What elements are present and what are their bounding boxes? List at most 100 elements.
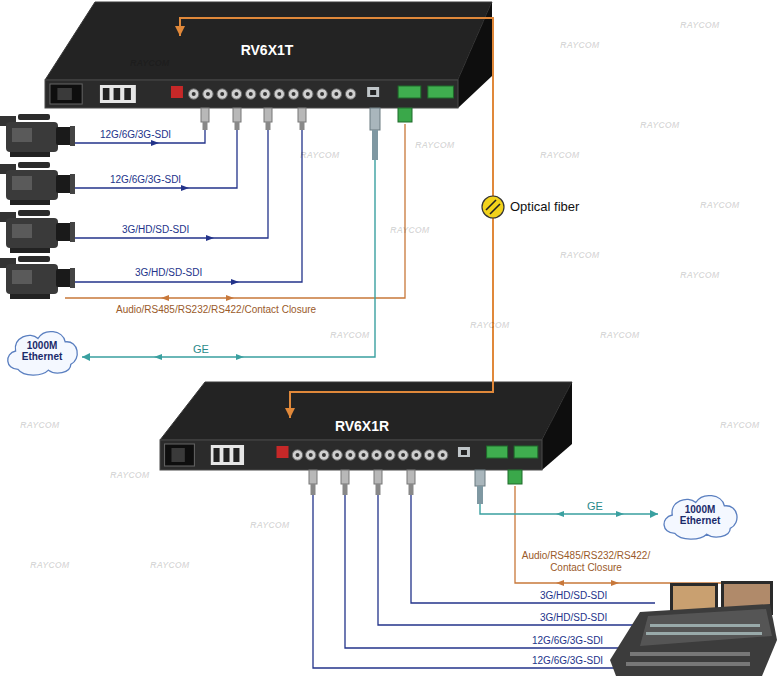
device-body — [398, 450, 408, 460]
transmitter-device: RV6X1T — [45, 36, 492, 108]
terminal-plug — [398, 108, 522, 484]
device-body — [45, 80, 458, 108]
device-body — [427, 453, 431, 457]
device-body — [428, 86, 454, 98]
device-body — [114, 88, 121, 100]
device-body — [370, 90, 376, 95]
device-body — [441, 453, 445, 457]
signal-label: 12G/6G/3G-SDI — [100, 129, 171, 141]
audio-cable — [65, 124, 405, 298]
device-body — [260, 89, 270, 99]
device-body — [100, 85, 136, 103]
watermark: RAYCOM — [330, 330, 369, 340]
watermark: RAYCOM — [540, 150, 579, 160]
sdi-arrow — [206, 235, 214, 241]
audio-cable — [65, 124, 725, 583]
bnc-plug — [264, 108, 272, 122]
sdi-arrow — [181, 185, 189, 191]
link-label: GE — [587, 500, 603, 513]
ethernet-link — [480, 470, 658, 514]
bnc-plug — [233, 108, 241, 122]
camera — [0, 114, 75, 157]
device-body — [401, 453, 405, 457]
cloud-outline — [8, 332, 77, 375]
device-body — [188, 89, 198, 99]
bnc-plug — [407, 470, 415, 484]
device-name: RV6X1R — [320, 418, 404, 434]
camera-group — [0, 114, 75, 299]
camera — [0, 256, 75, 299]
device-body — [334, 92, 338, 96]
device-body — [103, 88, 110, 100]
sdi-cable — [75, 130, 205, 143]
signal-label: 3G/HD/SD-SDI — [135, 267, 202, 279]
device-body — [160, 382, 572, 440]
ethernet-link — [82, 108, 375, 357]
device-body — [388, 453, 392, 457]
signal-label: 3G/HD/SD-SDI — [540, 590, 607, 602]
ethernet-cloud: 1000M Ethernet — [658, 490, 742, 540]
device-body — [274, 89, 284, 99]
receiver-device: RV6X1R — [160, 418, 572, 470]
device-body — [348, 453, 352, 457]
network-name: 1000M Ethernet — [676, 504, 724, 526]
device-body — [349, 92, 353, 96]
device-body — [223, 448, 229, 462]
video-switcher — [646, 632, 762, 635]
fiber-icon — [482, 196, 504, 218]
ge-arrow — [154, 354, 162, 360]
video-switcher — [630, 652, 750, 656]
device-body — [306, 450, 316, 460]
sdi-cable — [411, 495, 655, 603]
device-body — [206, 92, 210, 96]
watermark: RAYCOM — [560, 40, 599, 50]
bnc-plug — [201, 108, 209, 122]
bnc-plug — [341, 470, 349, 484]
device-body — [322, 453, 326, 457]
device-body — [424, 450, 434, 460]
signal-label: 3G/HD/SD-SDI — [540, 612, 607, 624]
device-name: RV6X1T — [225, 42, 309, 58]
ge-arrow — [556, 511, 564, 517]
camera — [0, 162, 75, 205]
watermark: RAYCOM — [150, 560, 189, 570]
device-body — [50, 84, 82, 104]
ge-arrow — [236, 354, 244, 360]
watermark: RAYCOM — [470, 320, 509, 330]
device-body — [332, 450, 342, 460]
video-switcher — [650, 624, 760, 627]
device-body — [317, 89, 327, 99]
device-body — [335, 453, 339, 457]
watermark: RAYCOM — [390, 225, 429, 235]
bnc-plug — [266, 122, 271, 130]
device-body — [375, 453, 379, 457]
rj45-plug — [370, 108, 380, 130]
rj45-plug — [370, 108, 485, 504]
bnc-plug — [300, 122, 305, 130]
device-body — [414, 453, 418, 457]
rj45-plug — [372, 130, 378, 160]
watermark: RAYCOM — [415, 140, 454, 150]
signal-label: 12G/6G/3G-SDI — [532, 655, 603, 667]
device-body — [263, 92, 267, 96]
device-body — [171, 86, 183, 98]
sdi-cable — [345, 495, 632, 648]
device-body — [288, 89, 298, 99]
device-body — [171, 448, 184, 462]
device-body — [371, 450, 381, 460]
device-body — [306, 92, 310, 96]
signal-label: 12G/6G/3G-SDI — [110, 174, 181, 186]
watermark: RAYCOM — [640, 120, 679, 130]
device-body — [292, 92, 296, 96]
device-body — [277, 446, 289, 458]
device-body — [292, 450, 302, 460]
device-body — [217, 89, 227, 99]
watermark: RAYCOM — [600, 330, 639, 340]
optical-fiber-link — [180, 18, 493, 418]
device-body — [160, 382, 572, 470]
watermark: RAYCOM — [250, 520, 289, 530]
device-body — [345, 89, 355, 99]
camera — [0, 210, 75, 253]
